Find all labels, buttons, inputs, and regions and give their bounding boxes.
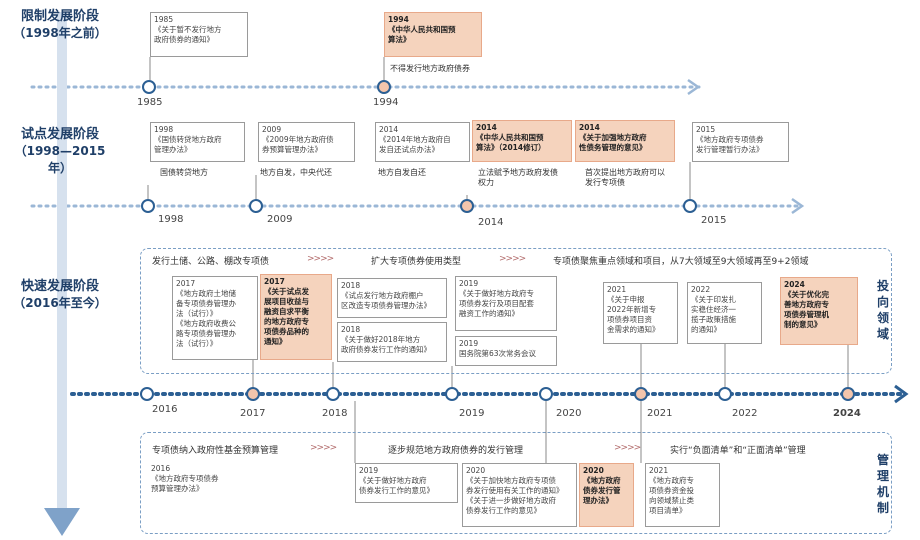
year-label-2014: 2014 (478, 217, 504, 228)
year-label-2018: 2018 (322, 408, 348, 419)
year-label-2017: 2017 (240, 408, 266, 419)
chevron-right-icon: >>>> (499, 254, 526, 264)
doc-box-2021-b: 2021 《地方政府专 项债券资金投 向领域禁止类 项目清单》 (645, 463, 720, 527)
timeline-node-1998 (141, 199, 155, 213)
note-2009: 地方自发，中央代还 (260, 168, 332, 177)
timeline-node-1994 (377, 80, 391, 94)
year-label-2009: 2009 (267, 214, 293, 225)
year-label-2016: 2016 (152, 404, 178, 415)
stage-1-name: 限制发展阶段 (20, 9, 99, 24)
year-label-2024: 2024 (833, 408, 861, 419)
note-1998: 国债转贷地方 (160, 168, 208, 177)
doc-box-2017-a: 2017 《地方政府土地储 备专项债券管理办 法（试行）》 《地方政府收费公 路… (172, 276, 258, 360)
doc-box-2020-a: 2020 《关于加快地方政府专项债 券发行使用有关工作的通知》 《关于进一步做好… (462, 463, 577, 527)
chevron-right-icon: >>>> (307, 254, 334, 264)
doc-box-2020-b: 2020 《地方政府 债券发行管 理办法》 (579, 463, 634, 527)
timeline-node-2019 (445, 387, 459, 401)
doc-box-2009: 2009 《2009年地方政府债 券预算管理办法》 (258, 122, 355, 162)
doc-box-2014-c: 2014 《关于加强地方政府 性债务管理的意见》 (575, 120, 675, 162)
note-1994: 不得发行地方政府债券 (390, 64, 470, 73)
year-label-1994: 1994 (373, 97, 399, 108)
stage-2-name: 试点发展阶段 (20, 127, 99, 142)
theme-mgmt-2: 逐步规范地方政府债券的发行管理 (388, 446, 524, 456)
doc-box-1998: 1998 《国债转贷地方政府 管理办法》 (150, 122, 245, 162)
stage-2-period: （1998—2015年） (14, 144, 106, 175)
stage-title-1: 限制发展阶段 （1998年之前） (6, 8, 114, 42)
timeline-node-2021 (634, 387, 648, 401)
doc-box-2019-b: 2019 国务院第63次常务会议 (455, 336, 557, 366)
invest-domain-panel (140, 248, 892, 374)
note-2014-a: 地方自发自还 (378, 168, 426, 177)
doc-box-2019-a: 2019 《关于做好地方政府专 项债券发行及项目配套 融资工作的通知》 (455, 276, 557, 331)
chevron-right-icon: >>>> (310, 443, 337, 453)
doc-box-2014-a: 2014 《2014年地方政府自 发自还试点办法》 (375, 122, 470, 162)
theme-mgmt-1: 专项债纳入政府性基金预算管理 (152, 446, 279, 456)
stage-1-period: （1998年之前） (13, 26, 107, 40)
timeline-node-2017 (246, 387, 260, 401)
timeline-node-2024 (841, 387, 855, 401)
side-label-mgmt: 管 理 机 制 (876, 453, 889, 515)
year-label-2021: 2021 (647, 408, 673, 419)
doc-box-1994: 1994 《中华人民共和国预 算法》 (384, 12, 482, 57)
timeline-node-2020 (539, 387, 553, 401)
doc-box-2015: 2015 《地方政府专项债券 发行管理暂行办法》 (692, 122, 789, 162)
doc-box-2021: 2021 《关于申报 2022年新增专 项债券项目资 金需求的通知》 (603, 282, 678, 344)
stage-title-2: 试点发展阶段 （1998—2015年） (6, 126, 114, 177)
timeline-node-1985 (142, 80, 156, 94)
theme-invest-3: 专项债聚焦重点领域和项目，从7大领域至9大领域再至9+2领域 (553, 257, 809, 267)
year-label-2015: 2015 (701, 215, 727, 226)
doc-box-2016: 2016 《地方政府专项债券 预算管理办法》 (148, 462, 246, 502)
year-label-1985: 1985 (137, 97, 163, 108)
doc-box-2022: 2022 《关于印发扎 实稳住经济一 揽子政策措施 的通知》 (687, 282, 762, 344)
doc-box-2018-a: 2018 《试点发行地方政府棚户 区改造专项债券管理办法》 (337, 278, 447, 318)
timeline-node-2015 (683, 199, 697, 213)
timeline-node-2014 (460, 199, 474, 213)
doc-box-2024: 2024 《关于优化完 善地方政府专 项债券管理机 制的意见》 (780, 277, 858, 345)
note-2014-c: 首次提出地方政府可以 发行专项债 (585, 168, 665, 187)
year-label-2020: 2020 (556, 408, 582, 419)
stage-3-period: （2016年至今） (13, 296, 107, 310)
note-2014-b: 立法赋予地方政府发债 权力 (478, 168, 558, 187)
stage-3-name: 快速发展阶段 (20, 279, 99, 294)
doc-box-2018-b: 2018 《关于做好2018年地方 政府债券发行工作的通知》 (337, 322, 447, 362)
year-label-1998: 1998 (158, 214, 184, 225)
theme-invest-1: 发行土储、公路、棚改专项债 (152, 257, 270, 267)
doc-box-2017-b: 2017 《关于试点发 展项目收益与 融资自求平衡 的地方政府专 项债券品种的 … (260, 274, 332, 360)
side-label-invest: 投 向 领 域 (876, 279, 889, 341)
doc-box-2014-b: 2014 《中华人民共和国预 算法》（2014修订） (472, 120, 572, 162)
year-label-2019: 2019 (459, 408, 485, 419)
theme-invest-2: 扩大专项债券使用类型 (371, 257, 462, 267)
management-panel (140, 432, 892, 534)
year-label-2022: 2022 (732, 408, 758, 419)
timeline-node-2018 (326, 387, 340, 401)
doc-box-1985: 1985 《关于暂不发行地方 政府债券的通知》 (150, 12, 248, 57)
doc-box-2019-c: 2019 《关于做好地方政府 债券发行工作的意见》 (355, 463, 458, 503)
theme-mgmt-3: 实行“负面清单”和“正面清单”管理 (670, 446, 806, 456)
timeline-node-2022 (718, 387, 732, 401)
timeline-node-2009 (249, 199, 263, 213)
chevron-right-icon: >>>> (614, 443, 641, 453)
timeline-node-2016 (140, 387, 154, 401)
stage-title-3: 快速发展阶段 （2016年至今） (6, 278, 114, 312)
